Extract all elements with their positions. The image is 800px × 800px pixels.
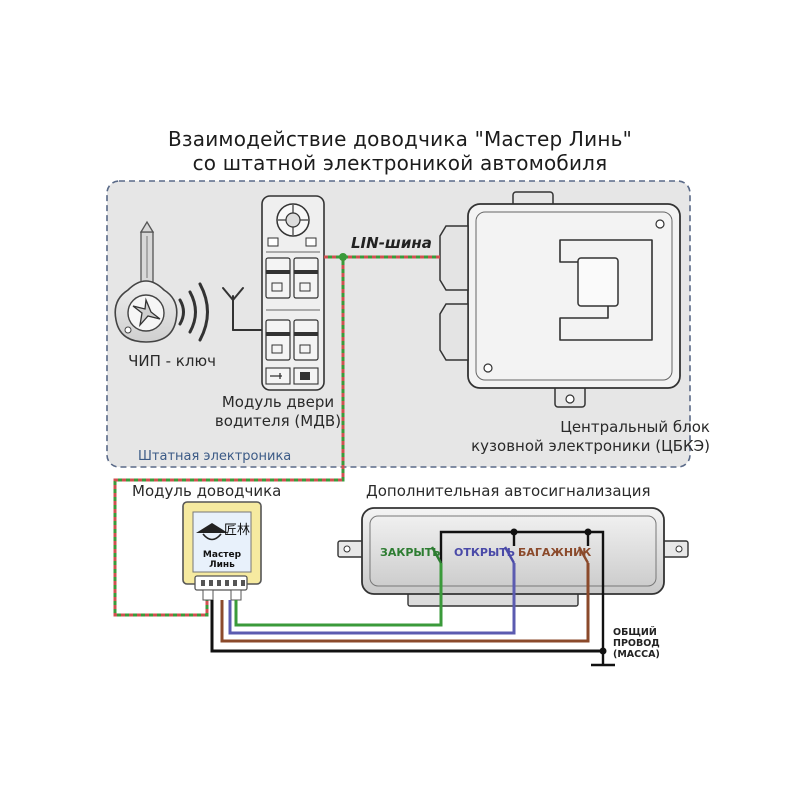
window-switch-caps xyxy=(266,270,318,336)
switch-close-contact xyxy=(430,546,443,564)
key-blade-tip xyxy=(139,220,155,233)
key-ring-hole xyxy=(124,326,132,334)
body-unit-label-line-1: Центральный блок xyxy=(560,418,710,436)
ground-label-line-1: ОБЩИЙ xyxy=(613,627,657,638)
wire-brown-trunk xyxy=(220,563,590,643)
switch-open-contact xyxy=(503,546,516,564)
closer-logo-face-icon xyxy=(202,533,222,541)
closer-logo-glyph: 匠林 xyxy=(223,523,250,538)
closer-output-wires xyxy=(210,563,603,653)
mirror-select-right xyxy=(305,237,317,247)
key-symbol-icon xyxy=(270,373,282,379)
chip-key-label: ЧИП - ключ xyxy=(128,352,216,370)
key-logo-icon xyxy=(132,297,161,328)
lin-bus-wire xyxy=(113,253,440,617)
switch-open-label: ОТКРЫТЬ xyxy=(454,546,516,559)
door-module-label-line-1: Модуль двери xyxy=(221,393,335,411)
closer-connector-pins xyxy=(201,580,245,586)
central-body-unit xyxy=(439,191,681,408)
wire-black-ground xyxy=(210,600,603,653)
ground-label-line-2: ПРОВОД xyxy=(613,638,660,649)
mirror-joystick-inner xyxy=(285,212,301,228)
switch-trunk-contact xyxy=(577,546,590,564)
switch-close-label: ЗАКРЫТЬ xyxy=(380,546,441,559)
stock-zone-label: Штатная электроника xyxy=(138,449,292,464)
alarm-label: Дополнительная автосигнализация xyxy=(366,482,651,500)
mirror-select-left xyxy=(267,237,279,247)
switch-trunk-label: БАГАЖНИК xyxy=(518,546,592,559)
lock-symbol-icon xyxy=(300,372,310,380)
driver-door-module xyxy=(261,195,325,391)
body-unit-label-line-2: кузовной электроники (ЦБКЭ) xyxy=(471,437,710,455)
cbke-relief xyxy=(559,239,653,341)
cbke-body xyxy=(467,203,681,389)
closer-logo-text: Мастер Линь xyxy=(202,550,242,570)
antenna-icon xyxy=(222,287,263,331)
cbke-connector-upper xyxy=(439,225,469,291)
ground-label-line-3: (МАССА) xyxy=(613,649,660,660)
closer-module-label: Модуль доводчика xyxy=(132,482,282,500)
alarm-switches xyxy=(430,528,607,665)
closer-module-face xyxy=(192,511,252,573)
wire-blue-open xyxy=(228,563,516,635)
radio-signal-icon xyxy=(178,282,209,342)
closer-logo-hat-icon xyxy=(196,523,228,533)
cbke-window xyxy=(577,257,619,307)
chip-key xyxy=(114,220,178,343)
wire-green-close xyxy=(234,563,443,627)
cbke-connector-lower xyxy=(439,303,469,361)
door-module-label-line-2: водителя (МДВ) xyxy=(214,412,342,430)
closer-module xyxy=(182,501,262,601)
lin-bus-junction xyxy=(339,253,347,261)
lin-bus-label: LIN-шина xyxy=(351,234,432,252)
diagram-title-line-2: со штатной электроникой автомобиля xyxy=(192,151,608,175)
window-icons xyxy=(271,282,311,354)
diagram-title-line-1: Взаимодействие доводчика "Мастер Линь" xyxy=(168,127,632,151)
cbke-body-inner xyxy=(475,211,673,381)
